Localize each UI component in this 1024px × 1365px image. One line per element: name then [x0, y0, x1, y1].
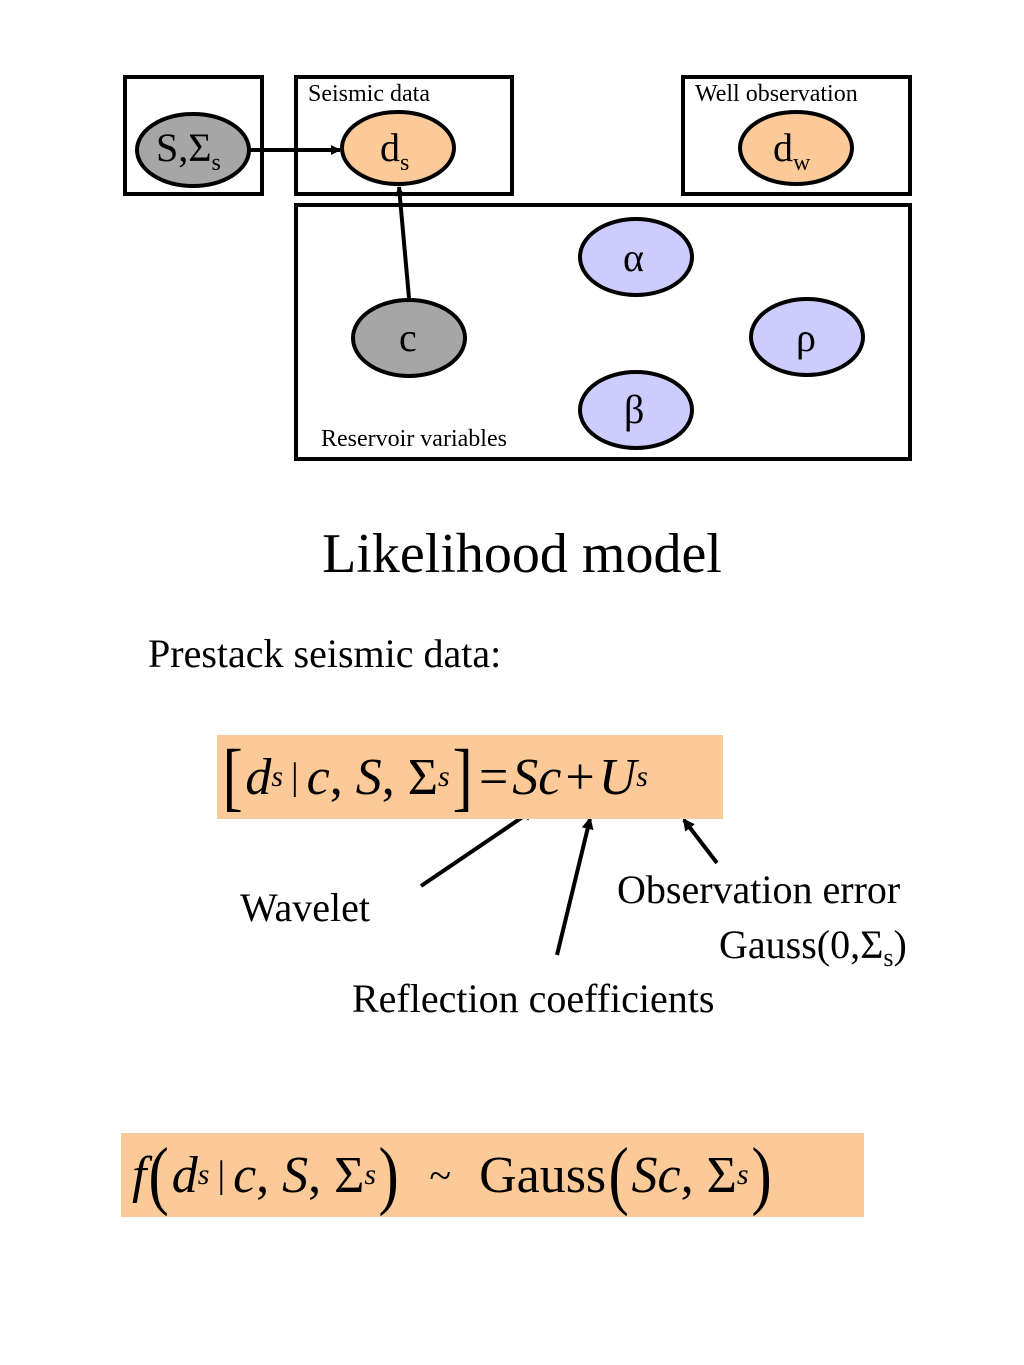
reflection-annotation: Reflection coefficients [352, 976, 715, 1021]
paren-close: ) [378, 1132, 399, 1217]
c-node-label: c [399, 315, 417, 360]
obs-error-annotation: Observation error [617, 867, 901, 912]
dw-node [738, 110, 854, 186]
eq2-sigma-sub: s [364, 1158, 377, 1191]
eq2-gauss: Gauss [479, 1146, 607, 1204]
reservoir-plate-label: Reservoir variables [321, 426, 507, 452]
gauss-annotation: Gauss(0,Σs) [719, 921, 907, 973]
eq2-c: c [233, 1146, 257, 1204]
seismic-plate-label: Seismic data [308, 81, 430, 107]
comma: , [308, 1146, 335, 1204]
wavelet-annotation: Wavelet [240, 885, 371, 930]
alpha-node [578, 217, 694, 297]
eq1-U-sub: s [636, 760, 648, 793]
gauss-sub: s [883, 943, 894, 972]
wavelet-node-sub: s [211, 150, 221, 176]
comma: , [680, 1146, 707, 1204]
alpha-node-label: α [623, 235, 644, 280]
eq2-Sc: Sc [631, 1146, 681, 1204]
subtitle: Prestack seismic data: [148, 631, 502, 676]
gauss-suffix: ) [893, 922, 907, 967]
eq1-S: S [355, 748, 382, 806]
paren-open: ( [148, 1132, 170, 1217]
ds-node-label: ds [380, 124, 409, 177]
arrow-wavelet-pointer [419, 808, 535, 888]
paren-close-2: ) [751, 1132, 772, 1217]
eq1-equals: = [478, 748, 509, 806]
eq1-Sc: Sc [512, 748, 562, 806]
equation2-box [121, 1133, 864, 1217]
eq1-d-sub: s [271, 760, 283, 793]
dw-node-label: dw [773, 124, 810, 177]
well-plate-label: Well observation [695, 81, 858, 107]
eq2-sigma2-sub: s [736, 1158, 749, 1191]
dw-node-sub: w [793, 150, 811, 176]
comma: , [329, 748, 356, 806]
equation1-box [217, 735, 723, 819]
comma: , [381, 748, 408, 806]
eq2-Sigma: Σ [334, 1146, 365, 1204]
beta-node-label: β [624, 387, 645, 432]
arrow-reflection-pointer [555, 817, 594, 956]
comma: , [256, 1146, 283, 1204]
well-plate [681, 75, 912, 196]
eq1-U: U [598, 748, 637, 806]
wavelet-node-text: S,Σ [156, 125, 212, 170]
eq2-d-sub: s [197, 1158, 210, 1191]
page-title: Likelihood model [322, 523, 722, 585]
eq2-f: f [132, 1146, 147, 1204]
eq2-S: S [282, 1146, 309, 1204]
eq2-Sigma2: Σ [706, 1146, 737, 1204]
arrow-obs-error-pointer [682, 818, 719, 865]
bracket-close: ] [452, 734, 473, 819]
ds-node [340, 110, 456, 186]
ds-node-text: d [380, 125, 400, 170]
paren-open-2: ( [608, 1132, 629, 1217]
edge-c-ds [394, 186, 411, 299]
eq1-c: c [306, 748, 330, 806]
eq1-plus: + [565, 748, 595, 806]
rho-node [749, 297, 865, 377]
eq1-d: d [245, 748, 272, 806]
gauss-prefix: Gauss(0,Σ [719, 922, 884, 967]
rho-node-label: ρ [796, 315, 816, 360]
graphical-model [123, 75, 912, 461]
c-node [351, 298, 467, 378]
reservoir-plate [294, 203, 912, 461]
ds-node-sub: s [400, 150, 410, 176]
eq1-Sigma: Σ [407, 748, 438, 806]
wavelet-node-label: S,Σs [156, 124, 221, 177]
eq2-d: d [171, 1146, 198, 1204]
eq1-sigma-sub: s [437, 760, 450, 793]
bracket-open: [ [222, 734, 243, 819]
wavelet-plate [123, 75, 264, 196]
beta-node [578, 370, 694, 450]
dw-node-text: d [773, 125, 793, 170]
eq1-sep: | [291, 756, 299, 798]
eq2-sep: | [217, 1154, 226, 1196]
eq2-tilde: ~ [429, 1152, 452, 1198]
